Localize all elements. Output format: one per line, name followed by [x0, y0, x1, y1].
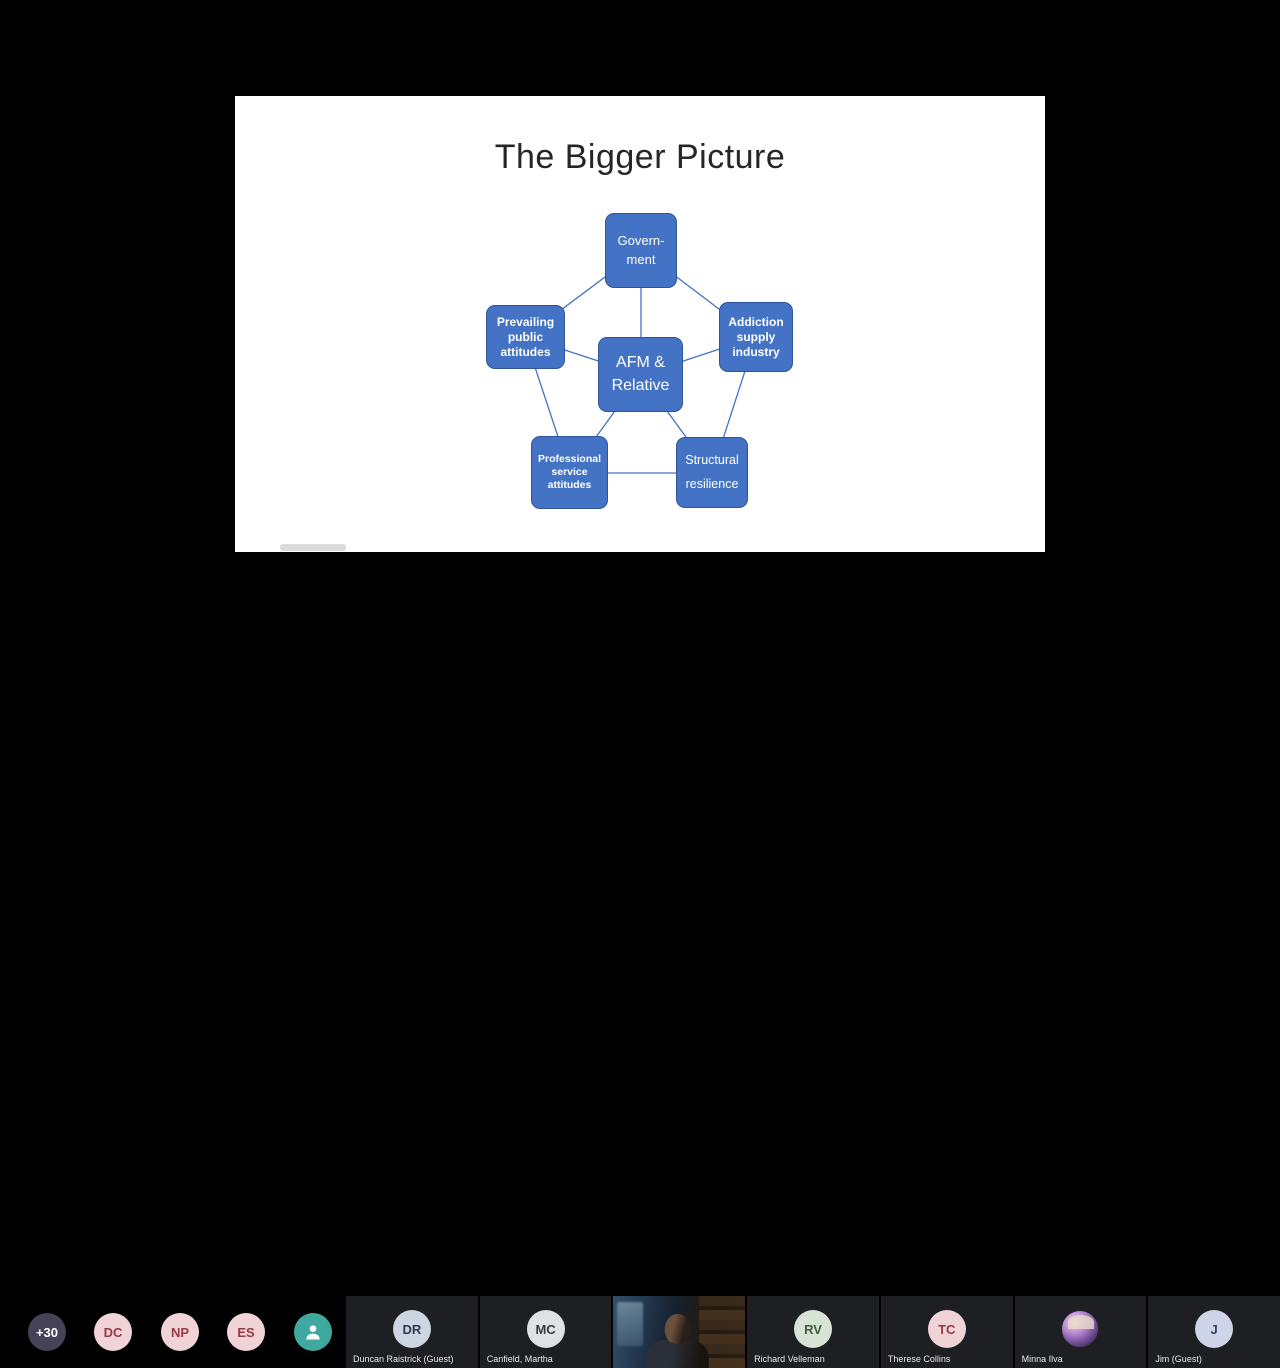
avatar: RV [794, 1310, 833, 1348]
overflow-count: +30 [35, 1324, 59, 1340]
participant-name: Jim (Guest) [1155, 1354, 1202, 1364]
avatar-initials: DR [402, 1321, 422, 1337]
video-person-body [647, 1340, 710, 1368]
participant-tile-live-video[interactable] [613, 1296, 746, 1368]
avatar: MC [526, 1310, 565, 1348]
video-background-window [617, 1302, 644, 1346]
avatar-photo [1061, 1310, 1100, 1348]
person-icon [306, 1325, 320, 1340]
participant-name: Canfield, Martha [486, 1354, 553, 1364]
participant-tile-duncan-raistrick[interactable]: DR Duncan Raistrick (Guest) [346, 1296, 478, 1368]
diagram-node-afm-relative: AFM & Relative [598, 337, 683, 412]
diagram-node-addiction-supply-industry: Addiction supply industry [719, 302, 793, 372]
participant-avatar-dc[interactable]: DC [94, 1313, 132, 1351]
avatar: J [1195, 1310, 1234, 1348]
participant-tile-jim[interactable]: J Jim (Guest) [1148, 1296, 1280, 1368]
avatar-initials: J [1210, 1321, 1218, 1337]
participant-name: Minna Ilva [1021, 1354, 1063, 1364]
video-tile-row: DR Duncan Raistrick (Guest) MC Canfield,… [346, 1296, 1280, 1368]
diagram-node-structural-resilience: Structural resilience [676, 437, 748, 508]
participant-strip: +30 DC NP ES DR Duncan Raistrick (Guest) [0, 648, 1280, 1368]
avatar-initials: DC [103, 1324, 123, 1340]
participant-tile-canfield-martha[interactable]: MC Canfield, Martha [479, 1296, 612, 1368]
avatar-initials: NP [170, 1324, 190, 1340]
avatar-initials: RV [804, 1321, 822, 1337]
diagram-node-prevailing-public-attitudes: Prevailing public attitudes [486, 305, 565, 369]
diagram-node-government: Govern- ment [605, 213, 677, 288]
avatar-photo-detail [1068, 1315, 1095, 1329]
participant-name: Therese Collins [887, 1354, 951, 1364]
avatar: DR [392, 1310, 431, 1348]
participant-tile-richard-velleman[interactable]: RV Richard Velleman [747, 1296, 879, 1368]
shared-screen-slide: The Bigger Picture Govern- ment Prevaili… [235, 96, 1045, 552]
overflow-participants-badge[interactable]: +30 [28, 1313, 66, 1351]
slide-artifact [280, 544, 346, 551]
avatar: TC [927, 1310, 966, 1348]
participant-name: Richard Velleman [754, 1354, 825, 1364]
participant-avatar-generic[interactable] [294, 1313, 332, 1351]
avatar-initials: MC [535, 1321, 556, 1337]
diagram-node-professional-service-attitudes: Professional service attitudes [531, 436, 608, 509]
video-person-head [664, 1314, 691, 1344]
meeting-stage: The Bigger Picture Govern- ment Prevaili… [0, 96, 1280, 1368]
participant-tile-minna-ilva[interactable]: Minna Ilva [1014, 1296, 1147, 1368]
participant-tile-therese-collins[interactable]: TC Therese Collins [880, 1296, 1013, 1368]
avatar-initials: ES [237, 1324, 255, 1340]
slide-title: The Bigger Picture [494, 138, 786, 176]
participant-avatar-es[interactable]: ES [227, 1313, 265, 1351]
avatar-initials: TC [938, 1321, 956, 1337]
participant-avatar-np[interactable]: NP [161, 1313, 199, 1351]
participant-name: Duncan Raistrick (Guest) [353, 1354, 454, 1364]
